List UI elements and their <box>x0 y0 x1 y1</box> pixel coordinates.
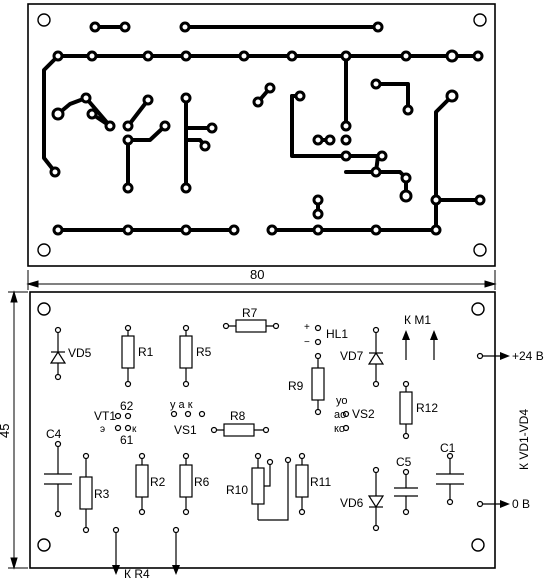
label-c5: C5 <box>396 455 412 469</box>
dimension-width-label: 80 <box>250 267 264 282</box>
resistor-r5 <box>179 324 193 388</box>
label-r12: R12 <box>416 401 438 415</box>
label-vd5: VD5 <box>68 346 92 360</box>
label-kvd: К VD1-VD4 <box>517 409 531 470</box>
resistor-r12 <box>399 380 413 440</box>
label-vt1: VT1 <box>94 409 116 423</box>
capacitor-c5 <box>394 468 418 516</box>
label-kr4: К R4 <box>124 567 150 581</box>
label-hl1: HL1 <box>326 327 348 341</box>
dimension-width <box>26 270 497 290</box>
label-hl1-plus: + <box>304 322 310 333</box>
label-r7: R7 <box>242 306 258 320</box>
label-r5: R5 <box>196 345 212 359</box>
resistor-r7 <box>222 319 280 333</box>
label-vs1-pins: у а к <box>170 399 193 411</box>
dimension-height-label: 45 <box>0 424 12 438</box>
label-vs2: VS2 <box>352 407 375 421</box>
label-vd6: VD6 <box>340 496 364 510</box>
capacitor-c4 <box>44 440 72 518</box>
label-r11: R11 <box>310 475 331 489</box>
label-vs1: VS1 <box>174 423 197 437</box>
label-vs2-pin-u: уо <box>336 395 347 407</box>
label-plus24: +24 В <box>512 349 544 363</box>
trimmer-r10 <box>251 452 292 521</box>
resistor-r1 <box>121 324 135 388</box>
resistor-r9 <box>311 352 325 416</box>
label-r1: R1 <box>138 345 154 359</box>
diode-vd7 <box>367 326 385 388</box>
resistor-r2 <box>135 452 149 516</box>
resistor-r6 <box>179 452 193 516</box>
label-r2: R2 <box>150 475 166 489</box>
label-c4: C4 <box>46 427 62 441</box>
label-km1: К М1 <box>404 313 431 327</box>
label-vs2-pin-k: ко <box>334 423 345 435</box>
pads <box>49 21 486 236</box>
label-vs2-pin-a: ао <box>334 409 346 421</box>
label-vt1-num-top: 62 <box>120 399 134 413</box>
trace-side-board <box>27 3 496 267</box>
label-vt1-pin-k: к <box>132 424 137 435</box>
resistor-r8 <box>210 423 270 437</box>
label-r9: R9 <box>288 379 304 393</box>
component-labels: VD5 R1 R5 R7 + − HL1 К М1 VD7 +24 В R9 R… <box>46 306 544 581</box>
label-r6: R6 <box>194 475 210 489</box>
resistor-r3 <box>79 452 93 534</box>
label-r8: R8 <box>230 409 246 423</box>
capacitor-c1 <box>436 452 464 506</box>
diode-vd5 <box>49 326 67 381</box>
label-hl1-minus: − <box>304 337 310 348</box>
label-vd7: VD7 <box>340 349 364 363</box>
diode-vd6 <box>367 466 385 532</box>
dimension-height <box>8 290 28 570</box>
label-r3: R3 <box>94 487 110 501</box>
label-vt1-num-bottom: 61 <box>120 433 134 447</box>
component-side-board <box>29 291 510 575</box>
resistor-r11 <box>295 452 309 516</box>
label-r10: R10 <box>226 483 248 497</box>
label-vt1-pin-e: э <box>100 424 105 435</box>
label-c1: C1 <box>440 441 456 455</box>
label-zero-v: 0 В <box>512 497 530 511</box>
